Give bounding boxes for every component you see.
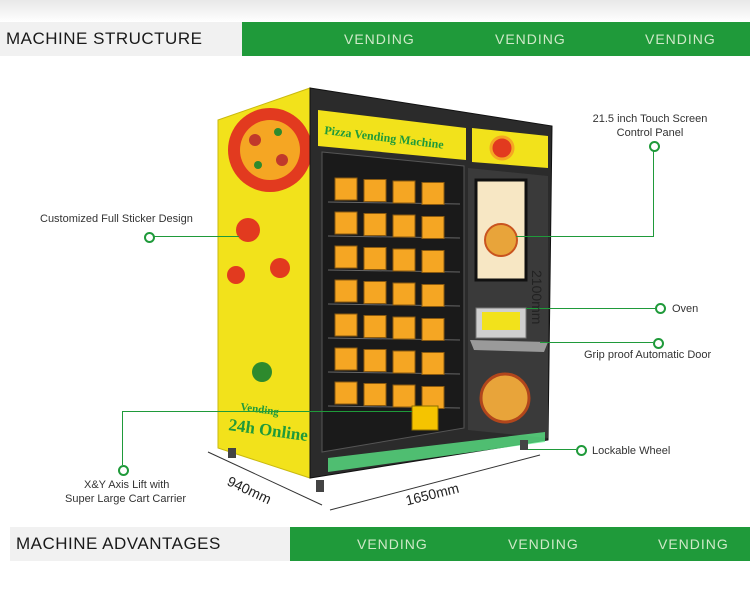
pizza-box [334,347,358,371]
callout-door: Grip proof Automatic Door [584,349,712,361]
callout-dot-wheel [576,445,587,456]
pizza-box [363,281,387,304]
pizza-box [334,245,358,269]
pizza-box [421,386,445,409]
callout-line-door [540,342,653,343]
pizza-box [334,177,358,201]
callout-wheel: Lockable Wheel [592,445,671,457]
pizza-box [363,247,387,270]
header-band: MACHINE STRUCTURE VENDING VENDING VENDIN… [0,22,750,56]
header-title: MACHINE STRUCTURE [0,22,242,56]
pizza-box [421,216,445,239]
pizza-box [363,213,387,236]
screen-pizza [484,223,518,257]
oven-label [482,312,520,330]
pizza-box [392,248,416,272]
header-green-bar [238,22,750,56]
callout-dot-oven [655,303,666,314]
pizza-box [334,381,358,405]
callout-line-touch-h [516,236,654,237]
callout-dot-touch [649,141,660,152]
pizza-box [363,315,387,338]
pizza-box [334,279,358,303]
callout-line-lift-h [122,411,412,412]
pizza-box [363,349,387,372]
wheels [228,440,528,492]
pizza-box [334,211,358,235]
door-tray [470,340,548,352]
sign-panel [318,110,466,160]
callout-line-sticker [153,236,239,237]
pizza-box [421,250,445,273]
callout-line-lift-v [122,411,123,465]
pizza-box [334,313,358,337]
footer-word-1: VENDING [357,536,428,552]
pizza-box [421,352,445,375]
side-pizza-art [227,108,312,382]
cart-carrier [411,405,439,431]
header-word-3: VENDING [645,31,716,47]
header-word-1: VENDING [344,31,415,47]
base-glow [328,432,545,472]
pizza-box [392,350,416,374]
callout-lift-line1: X&Y Axis Lift with [84,479,170,491]
footer-title: MACHINE ADVANTAGES [10,527,290,561]
logo-pizza [489,135,515,161]
lower-pizza [479,372,531,424]
footer-band: MACHINE ADVANTAGES VENDING VENDING VENDI… [0,527,750,561]
footer-word-3: VENDING [658,536,729,552]
callout-oven: Oven [672,303,699,315]
pizza-box [392,384,416,408]
pizza-box-grid [327,177,461,409]
side-text-vending: Vending [240,401,281,418]
footer-word-2: VENDING [508,536,579,552]
callout-dot-door [653,338,664,349]
callout-line-oven [526,308,655,309]
pizza-box [392,180,416,204]
pizza-box [392,316,416,340]
footer-green-bar [282,527,750,561]
header-word-2: VENDING [495,31,566,47]
callout-touch-screen: 21.5 inch Touch Screen Control Panel [592,113,708,139]
callout-dot-lift [118,465,129,476]
callout-line-touch-v [653,150,654,236]
pizza-box [392,214,416,238]
top-gradient [0,0,750,22]
callout-lift-line2: Super Large Cart Carrier [65,493,187,505]
dimension-height: 2100mm [529,270,545,325]
pizza-box [421,182,445,205]
pizza-box [421,284,445,307]
pizza-box [363,383,387,406]
pizza-box [392,282,416,306]
callout-line-wheel [528,449,576,450]
callout-sticker: Customized Full Sticker Design [40,213,193,225]
pizza-box [363,179,387,202]
pizza-box [421,318,445,341]
callout-dot-sticker [144,232,155,243]
